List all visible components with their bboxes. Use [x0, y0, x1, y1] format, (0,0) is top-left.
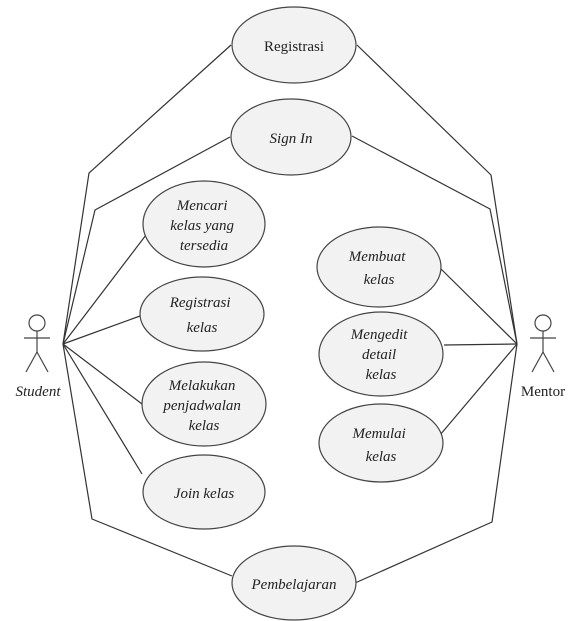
use-case-memulai-kelas-label: Memulai kelas: [351, 426, 409, 465]
use-case-registrasi: Registrasi: [231, 6, 357, 84]
mentor-head: [534, 314, 552, 332]
assoc-student-pembelajaran: [62, 343, 233, 577]
mentor-label: Mentor: [521, 384, 565, 400]
assoc-mentor-membuat-kelas: [439, 267, 518, 345]
use-case-memulai-kelas: Memulai kelas: [318, 403, 444, 483]
mentor-actor: Mentor: [521, 314, 565, 400]
use-case-membuat-kelas-label: Membuat kelas: [348, 249, 409, 288]
use-case-mengedit-detail-label: Mengedit detail kelas: [350, 327, 411, 383]
assoc-student-melakukan-penjadwalan: [62, 343, 143, 405]
use-case-pembelajaran-label: Pembelajaran: [251, 577, 337, 593]
student-label: Student: [16, 384, 62, 400]
assoc-mentor-pembelajaran: [354, 343, 518, 584]
assoc-mentor-registrasi: [356, 44, 518, 345]
use-case-registrasi-kelas: Registrasi kelas: [139, 276, 265, 352]
assoc-mentor-sign-in: [351, 135, 518, 345]
use-case-membuat-kelas: Membuat kelas: [316, 226, 442, 308]
student-actor: Student: [16, 314, 62, 400]
assoc-student-sign-in: [62, 136, 231, 345]
use-case-melakukan-penjadwalan-label: Melakukan penjadwalan kelas: [162, 378, 244, 434]
use-case-mencari-kelas-label: Mencari kelas yang tersedia: [170, 198, 237, 254]
student-associations: [62, 44, 233, 577]
student-leg-right: [36, 351, 49, 373]
use-case-registrasi-label: Registrasi: [264, 39, 324, 55]
mentor-associations: [351, 44, 518, 584]
use-case-pembelajaran: Pembelajaran: [231, 545, 357, 621]
assoc-student-mencari-kelas: [62, 234, 147, 345]
use-case-sign-in-label: Sign In: [270, 131, 313, 147]
student-head: [28, 314, 46, 332]
use-case-join-kelas: Join kelas: [142, 454, 266, 530]
use-case-mencari-kelas: Mencari kelas yang tersedia: [142, 180, 266, 268]
assoc-student-registrasi-kelas: [62, 315, 141, 345]
assoc-student-registrasi: [62, 44, 232, 345]
mentor-leg-left: [531, 351, 544, 373]
assoc-student-join-kelas: [62, 343, 143, 475]
use-case-join-kelas-label: Join kelas: [174, 486, 235, 502]
assoc-mentor-mengedit-detail: [443, 343, 518, 346]
mentor-leg-right: [542, 351, 555, 373]
use-case-registrasi-kelas-label: Registrasi kelas: [169, 295, 235, 336]
student-leg-left: [25, 351, 38, 373]
use-case-mengedit-detail: Mengedit detail kelas: [318, 311, 444, 397]
assoc-mentor-memulai-kelas: [439, 343, 518, 436]
use-case-sign-in: Sign In: [230, 98, 352, 176]
use-case-melakukan-penjadwalan: Melakukan penjadwalan kelas: [141, 361, 267, 447]
